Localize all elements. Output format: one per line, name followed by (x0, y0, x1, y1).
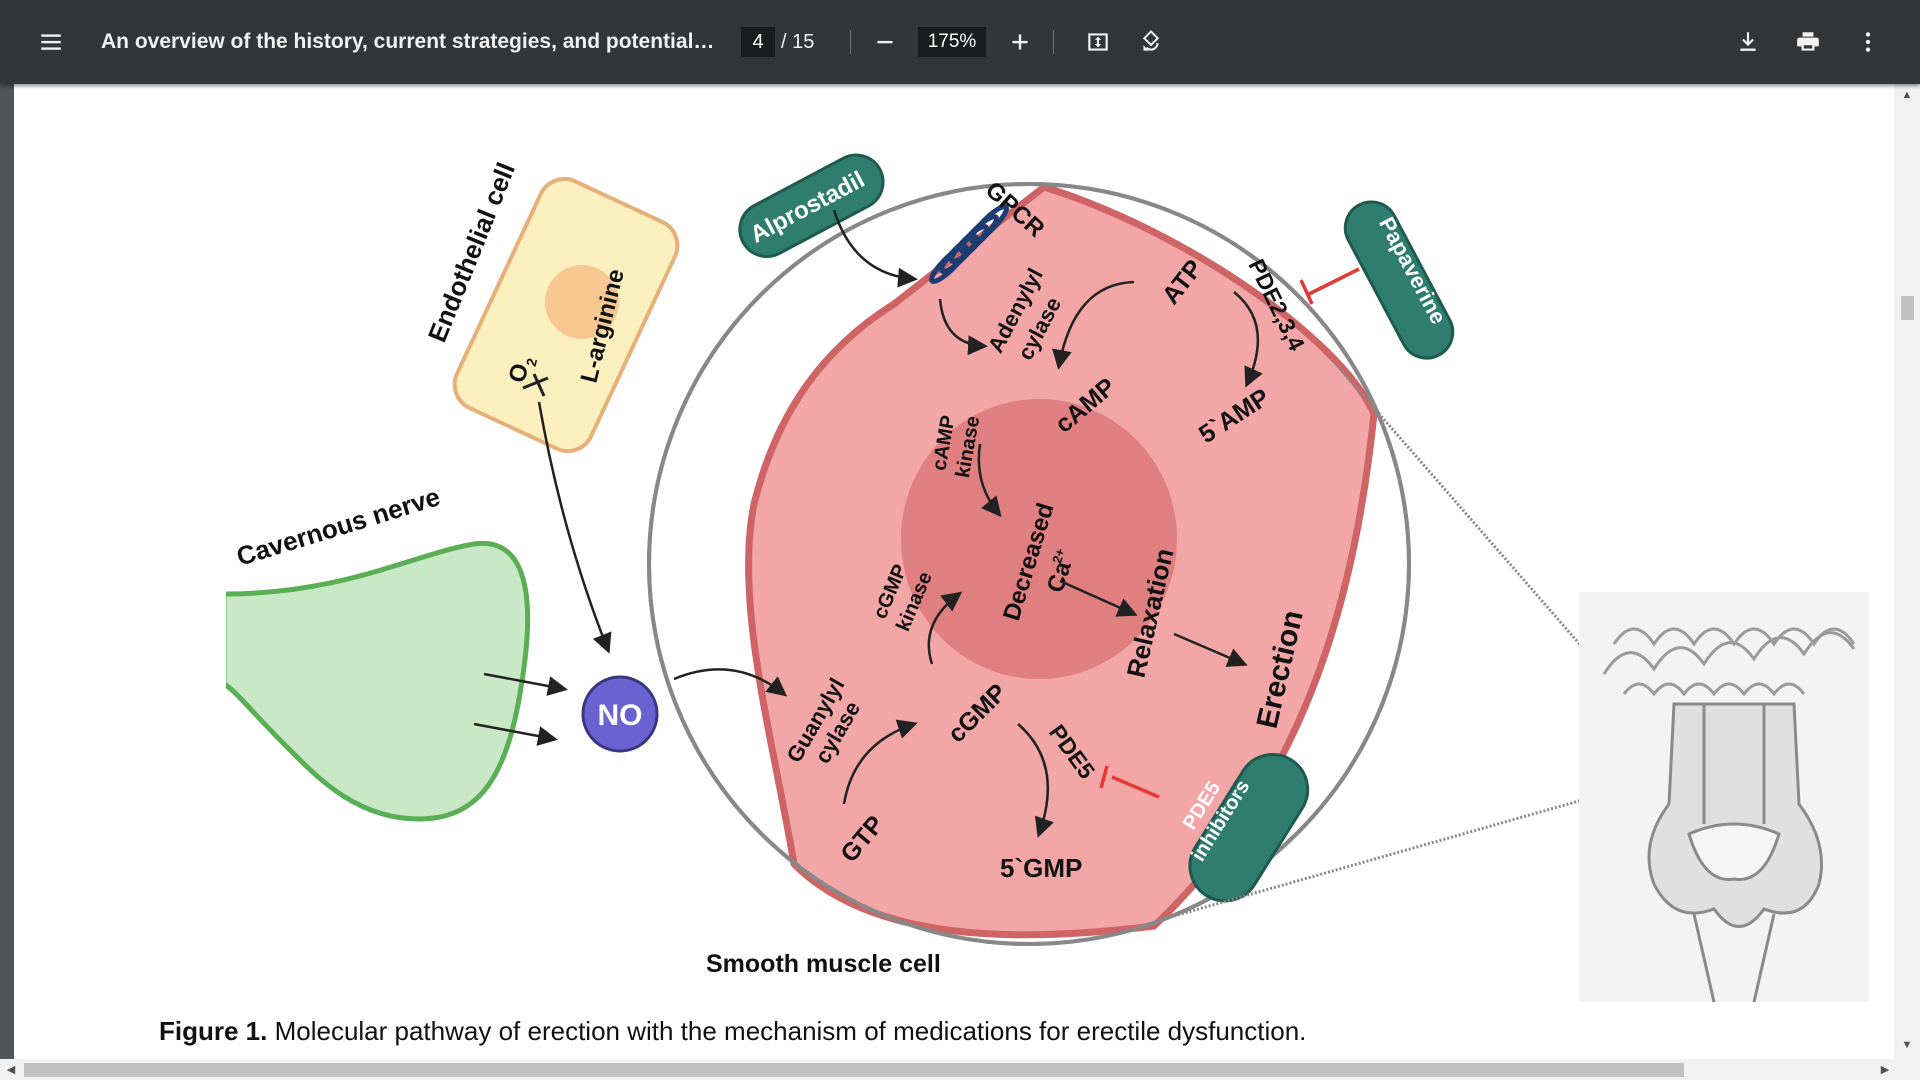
figure-caption: Figure 1. Molecular pathway of erection … (159, 1016, 1306, 1047)
toolbar-divider (1053, 30, 1054, 54)
gpcr-receptor (929, 204, 1009, 284)
o2-subscript: 2 (523, 356, 540, 368)
page-total: / 15 (781, 31, 815, 53)
zoom-out-button[interactable] (865, 22, 905, 62)
smooth-muscle-cell-label: Smooth muscle cell (706, 950, 941, 978)
vertical-scrollbar[interactable] (1894, 84, 1920, 1059)
download-button[interactable] (1728, 22, 1768, 62)
horizontal-scrollbar-thumb[interactable] (24, 1063, 1684, 1077)
document-title: An overview of the history, current stra… (101, 30, 716, 53)
print-icon (1797, 32, 1819, 51)
pdf-page: Endothelial cell L-arginine O 2 Cavernou… (14, 84, 1894, 1059)
no-label: NO (598, 699, 643, 732)
rotate-counterclockwise-icon (1142, 30, 1160, 51)
penis-anatomy-illustration (1579, 592, 1869, 1003)
more-vertical-icon (1865, 32, 1871, 52)
5-gmp-label: 5`GMP (1000, 853, 1082, 883)
pde5-inhibitors-badge: PDE5 inhibitors (1099, 753, 1310, 903)
download-icon (1740, 32, 1756, 51)
scroll-left-arrow-icon[interactable]: ◀ (6, 1063, 16, 1076)
pathway-arrows (673, 280, 1263, 838)
plus-icon (1012, 34, 1028, 50)
minus-icon (877, 40, 893, 44)
cavernous-nerve: Cavernous nerve (214, 481, 568, 822)
rotate-button[interactable] (1131, 22, 1171, 62)
figure-caption-text: Molecular pathway of erection with the m… (267, 1016, 1307, 1046)
more-options-button[interactable] (1848, 22, 1888, 62)
toolbar-divider (850, 30, 851, 54)
pdf-toolbar: An overview of the history, current stra… (0, 0, 1920, 84)
scroll-up-arrow-icon[interactable]: ▲ (1901, 88, 1913, 101)
no-molecule: NO (581, 675, 659, 753)
calcium-superscript: 2+ (1049, 546, 1068, 565)
figure-caption-label: Figure 1. (159, 1016, 268, 1046)
smooth-muscle-cell (647, 182, 1411, 946)
endothelial-cell: Endothelial cell L-arginine O 2 (422, 158, 680, 454)
zoom-in-button[interactable] (1000, 22, 1040, 62)
fit-to-page-icon (1088, 33, 1108, 51)
scroll-right-arrow-icon[interactable]: ▶ (1880, 1063, 1890, 1076)
fit-to-page-button[interactable] (1078, 22, 1118, 62)
erection-pathway-figure: Endothelial cell L-arginine O 2 Cavernou… (214, 153, 1869, 1003)
scroll-down-arrow-icon[interactable]: ▼ (1901, 1038, 1913, 1051)
vertical-scrollbar-thumb[interactable] (1901, 296, 1914, 320)
zoom-level-input[interactable] (918, 27, 986, 57)
print-button[interactable] (1788, 22, 1828, 62)
page-number-input[interactable] (741, 27, 775, 57)
hamburger-menu-icon[interactable] (31, 22, 71, 62)
